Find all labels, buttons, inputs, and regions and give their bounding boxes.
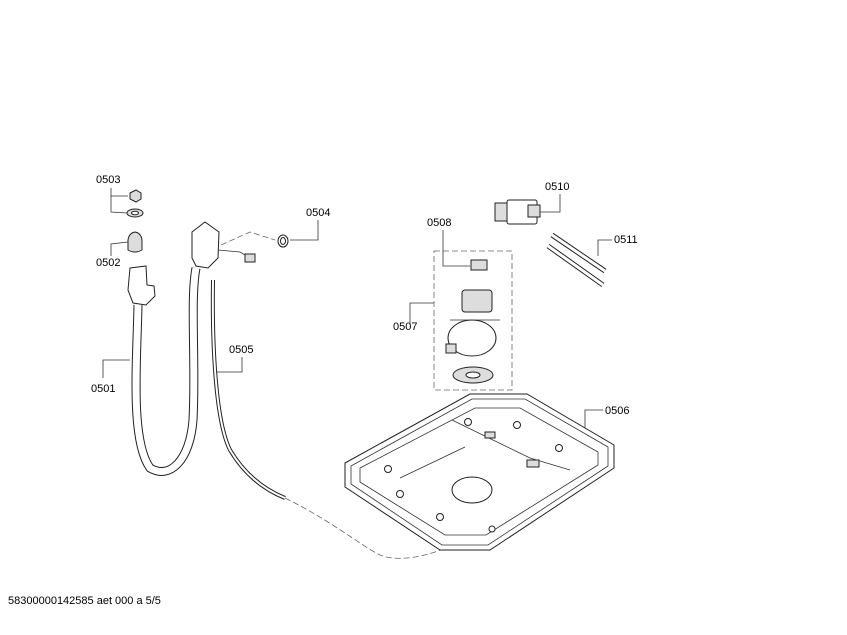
part-0504-washer bbox=[277, 234, 289, 248]
part-0502-cap bbox=[127, 231, 143, 253]
label-0507: 0507 bbox=[393, 321, 417, 333]
label-0502: 0502 bbox=[96, 257, 120, 269]
label-0503: 0503 bbox=[96, 174, 120, 186]
part-0506-base-plate bbox=[344, 393, 615, 551]
part-0501-inlet-hose bbox=[127, 221, 256, 476]
leader-lines bbox=[102, 188, 612, 428]
document-code: 58300000142585 aet 000 a 5/5 bbox=[8, 595, 161, 607]
part-0510-valve bbox=[494, 199, 541, 225]
part-0508-connector bbox=[470, 259, 488, 271]
label-0505: 0505 bbox=[229, 344, 253, 356]
label-0510: 0510 bbox=[545, 181, 569, 193]
part-0511-tubes bbox=[546, 232, 607, 288]
part-0505-tube bbox=[210, 279, 286, 500]
label-0508: 0508 bbox=[427, 217, 451, 229]
label-0504: 0504 bbox=[306, 207, 330, 219]
label-0506: 0506 bbox=[605, 405, 629, 417]
label-0511: 0511 bbox=[614, 234, 638, 246]
label-0501: 0501 bbox=[91, 383, 115, 395]
part-0507-group-outline bbox=[433, 250, 513, 391]
part-0503-nut bbox=[126, 189, 144, 218]
part-0507-level-switch bbox=[445, 289, 500, 384]
